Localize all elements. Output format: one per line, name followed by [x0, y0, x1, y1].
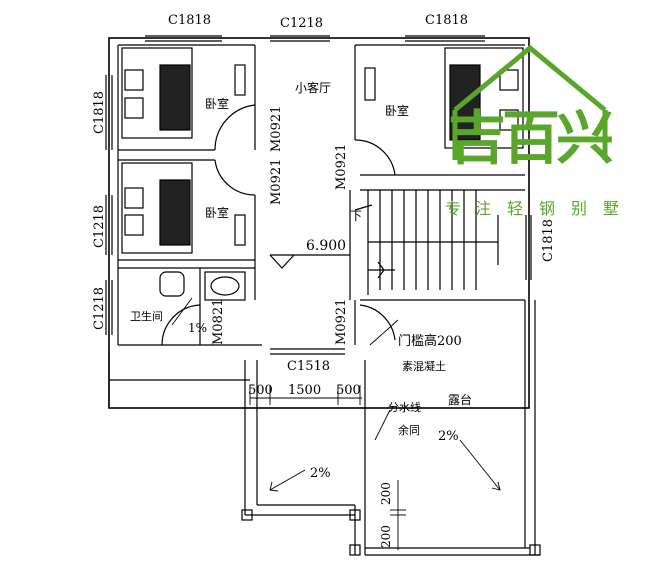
svg-text:墅: 墅	[603, 199, 619, 218]
cabinet-3	[364, 67, 376, 101]
outer-walls	[108, 37, 530, 409]
slope-terrace-label: 2%	[438, 429, 459, 444]
slope-bath-label: 1%	[188, 321, 207, 335]
window-label-top-right: C1818	[425, 13, 468, 28]
dim-label-1500: 1500	[288, 383, 321, 398]
watermark-slogan: 专 注 轻 钢 别 墅	[445, 199, 619, 218]
toilet	[159, 271, 185, 297]
door-label-bathroom: M0821	[211, 299, 226, 345]
window-label-bottom: C1518	[287, 359, 330, 374]
door-label-3: M0921	[334, 299, 349, 345]
room-label-terrace: 露台	[448, 392, 472, 407]
window-label-right: C1818	[541, 219, 556, 262]
door-arc-3	[354, 139, 396, 176]
dim-label-200-lower: 200	[379, 525, 393, 548]
staircase	[354, 190, 499, 295]
concrete-label: 素混凝土	[402, 359, 446, 373]
elevation-label: 6.900	[306, 238, 346, 254]
bed-2	[121, 162, 193, 254]
watermark-logo-text: 吉百兴	[448, 104, 613, 172]
dim-label-500-right: 500	[336, 383, 361, 398]
dimension-lines	[249, 385, 406, 550]
watershed-sub-label: 余同	[398, 423, 420, 437]
window-label-top-left: C1818	[168, 13, 211, 28]
window-label-left-upper: C1818	[92, 91, 107, 134]
svg-text:专: 专	[445, 199, 461, 218]
room-label-living: 小客厅	[295, 80, 331, 95]
cabinet-2	[234, 214, 246, 246]
svg-text:注: 注	[475, 199, 491, 218]
watershed-label: 分水线	[388, 400, 421, 414]
washbasin	[204, 271, 246, 301]
svg-text:钢: 钢	[539, 199, 555, 218]
door-arc-1	[214, 104, 256, 151]
door-sill-label: 门槛高200	[398, 333, 462, 349]
house-logo-icon	[452, 44, 608, 160]
window-marks-left	[105, 75, 532, 335]
dim-label-200-upper: 200	[379, 482, 393, 505]
room-label-bedroom-2: 卧室	[205, 205, 229, 220]
stair-down-label: 下	[350, 209, 362, 223]
room-label-bathroom: 卫生间	[130, 309, 163, 323]
svg-text:别: 别	[571, 199, 587, 218]
interior-walls	[117, 44, 525, 346]
terrace-railing	[241, 300, 541, 556]
slope-left-label: 2%	[310, 466, 331, 481]
dim-label-500-left: 500	[248, 383, 273, 398]
slope-arrows	[171, 297, 501, 492]
door-arc-4	[359, 304, 396, 341]
svg-text:轻: 轻	[507, 199, 523, 218]
window-marks-top	[145, 35, 485, 355]
bed-1	[121, 47, 193, 139]
room-label-bedroom-1: 卧室	[205, 96, 229, 111]
door-arc-2	[214, 159, 256, 196]
window-label-left-middle: C1218	[92, 205, 107, 248]
door-label-1b: M0921	[269, 159, 284, 205]
elevation-marker	[269, 254, 350, 269]
window-label-left-lower: C1218	[92, 287, 107, 330]
door-label-1: M0921	[269, 106, 284, 152]
cabinet-1	[234, 64, 246, 96]
door-label-2: M0921	[334, 144, 349, 190]
room-label-bedroom-3: 卧室	[385, 103, 409, 118]
window-label-top-middle: C1218	[280, 16, 323, 31]
door-arc-5	[161, 304, 201, 346]
